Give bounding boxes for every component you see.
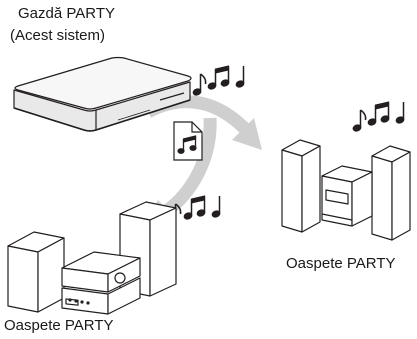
host-label-line2: (Acest sistem) (10, 27, 106, 44)
blu-ray-player-icon (13, 56, 192, 132)
guest-label-left: Oaspete PARTY (4, 317, 114, 334)
guest-label-right: Oaspete PARTY (286, 255, 396, 272)
music-notes-icon (352, 101, 405, 132)
host-label-line1: Gazdă PARTY (18, 5, 115, 22)
music-notes-icon (192, 65, 245, 96)
hifi-stereo-icon (7, 201, 177, 315)
music-file-icon (173, 121, 203, 161)
mini-stereo-icon (281, 139, 411, 241)
